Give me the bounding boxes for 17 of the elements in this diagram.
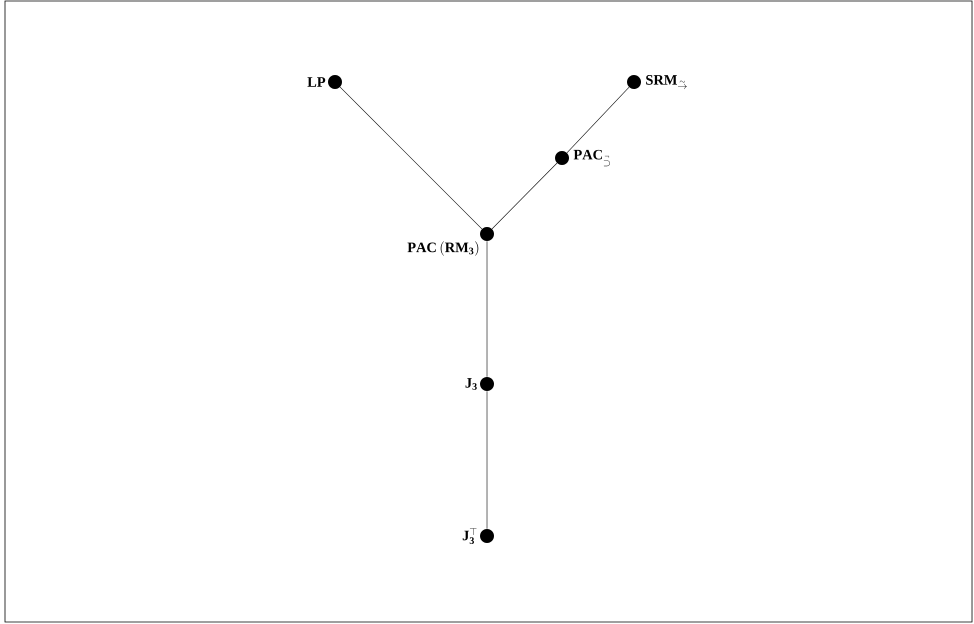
dot — [555, 151, 569, 165]
node-label: $\mathbf{LP}$ — [307, 77, 326, 87]
dot — [480, 227, 494, 241]
dot — [627, 75, 641, 89]
line — [340, 86, 482, 230]
dot — [480, 529, 494, 543]
line — [486, 390, 488, 530]
node-label: $\mathbf{J_3^{\top}}$ — [462, 528, 477, 544]
dot — [480, 377, 494, 391]
line — [492, 162, 558, 230]
node-label: $\mathbf{PAC}_{\overset{\neg}{\supset}}$ — [574, 150, 610, 166]
node-label: $\mathbf{PAC}\,(\mathbf{RM_3})$ — [408, 241, 478, 256]
line — [486, 240, 488, 378]
node-label: $\mathbf{J_3}$ — [466, 378, 477, 390]
node-label: $\mathbf{SRM}_{\overset{\sim}{\rightarrow}}$ — [646, 75, 687, 90]
dot — [328, 75, 342, 89]
line — [566, 86, 630, 154]
